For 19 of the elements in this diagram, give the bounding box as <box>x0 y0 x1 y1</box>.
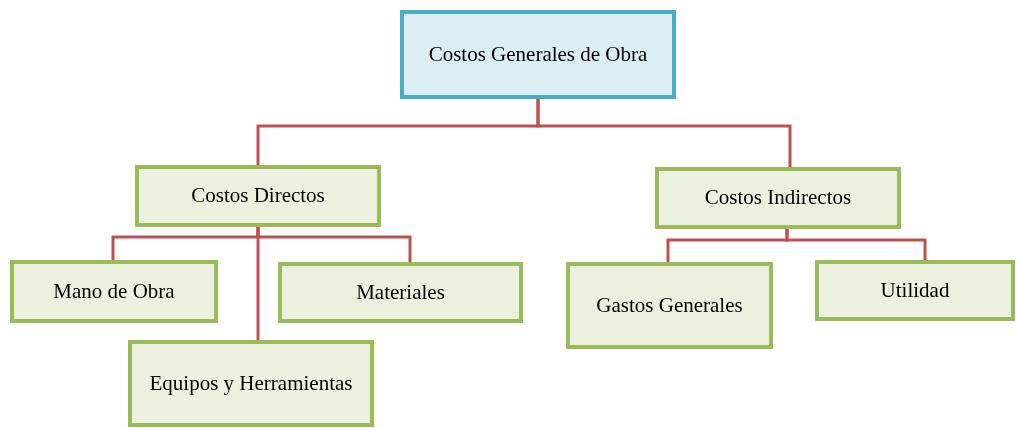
category-box <box>135 165 381 227</box>
box-label: Equipos y Herramientas <box>149 369 353 397</box>
box-label: Costos Directos <box>191 182 325 210</box>
box-label: Costos Generales de Obra <box>428 40 648 68</box>
box-label: Mano de Obra <box>53 277 175 305</box>
box-label: Materiales <box>356 278 445 306</box>
category-box <box>400 10 676 99</box>
connector-line <box>536 99 792 167</box>
category-box <box>815 260 1015 321</box>
connector-line <box>785 229 927 260</box>
category-box <box>128 340 374 427</box>
category-box <box>278 262 523 323</box>
box-label: Utilidad <box>880 276 950 304</box>
connector-line <box>256 227 260 340</box>
box-label: Costos Indirectos <box>704 184 852 212</box>
box-label: Gastos Generales <box>596 291 743 319</box>
category-box <box>655 167 901 229</box>
category-box <box>566 262 773 349</box>
category-box <box>10 260 218 323</box>
